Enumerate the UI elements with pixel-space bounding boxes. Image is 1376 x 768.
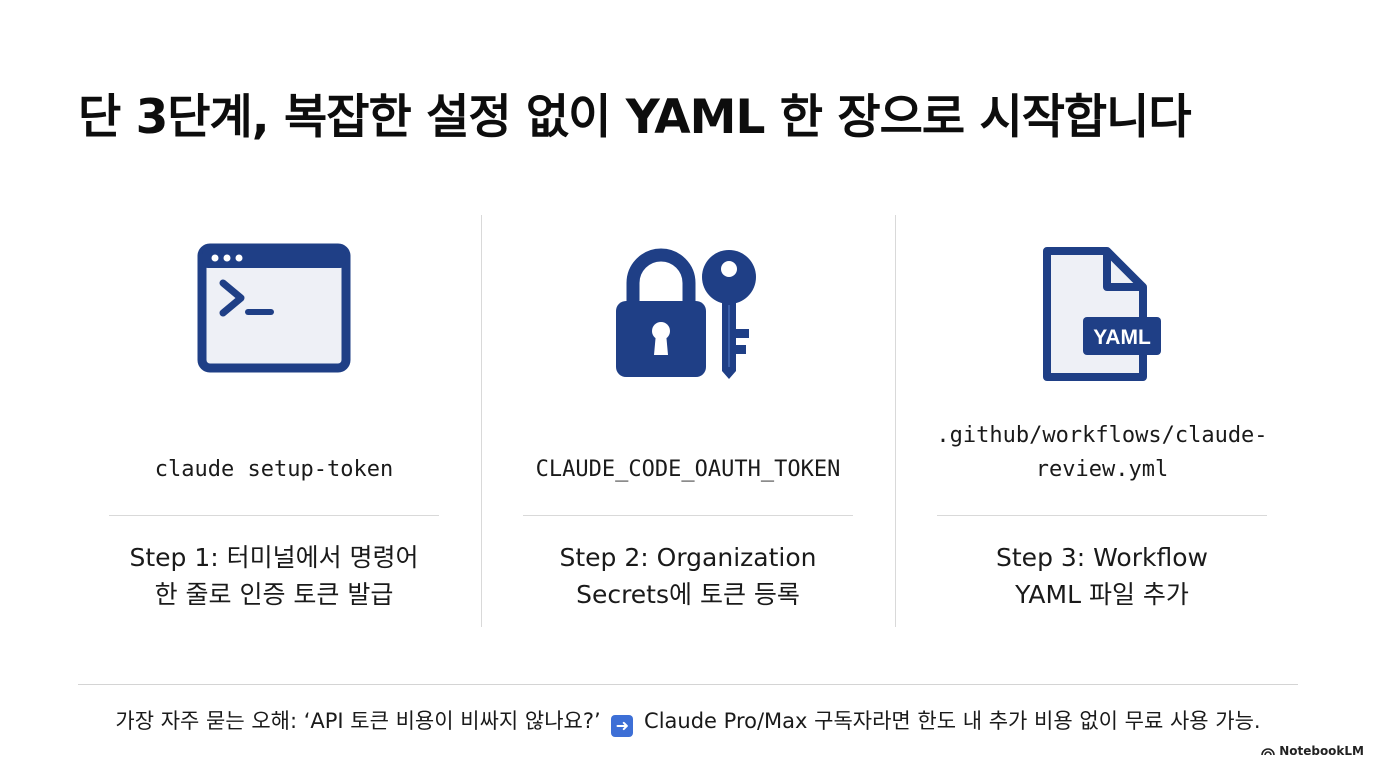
right-arrow-icon: ➜ xyxy=(611,715,634,737)
step-1-command: claude setup-token xyxy=(154,457,394,482)
step-3-card: YAML .github/workflows/claude- review.ym… xyxy=(895,215,1309,627)
column-divider xyxy=(895,215,896,627)
notebooklm-logo-icon xyxy=(1261,748,1275,756)
step-2-secret-name: CLAUDE_CODE_OAUTH_TOKEN xyxy=(535,457,841,482)
brand-watermark: NotebookLM xyxy=(1261,744,1364,758)
step-divider xyxy=(523,515,853,516)
yaml-file-icon: YAML xyxy=(1037,245,1167,389)
step-divider xyxy=(937,515,1267,516)
footer-question: 가장 자주 묻는 오해: ‘API 토큰 비용이 비싸지 않나요?’ xyxy=(115,709,601,733)
step-1-card: claude setup-token Step 1: 터미널에서 명령어 한 줄… xyxy=(67,215,481,627)
lock-and-key-icon xyxy=(611,243,765,387)
step-3-file-path: .github/workflows/claude- review.yml xyxy=(936,423,1268,482)
column-divider xyxy=(481,215,482,627)
page-title: 단 3단계, 복잡한 설정 없이 YAML 한 장으로 시작합니다 xyxy=(78,90,1192,145)
footer-answer: Claude Pro/Max 구독자라면 한도 내 추가 비용 없이 무료 사용… xyxy=(644,709,1261,733)
step-2-card: CLAUDE_CODE_OAUTH_TOKEN Step 2: Organiza… xyxy=(481,215,895,627)
step-3-description: Step 3: Workflow YAML 파일 추가 xyxy=(996,543,1208,609)
footer-divider xyxy=(78,684,1298,685)
footer-note: 가장 자주 묻는 오해: ‘API 토큰 비용이 비싸지 않나요?’ ➜ Cla… xyxy=(78,706,1298,737)
step-2-description: Step 2: Organization Secrets에 토큰 등록 xyxy=(559,543,817,609)
terminal-window-icon xyxy=(197,243,351,377)
yaml-badge-label: YAML xyxy=(1093,326,1151,349)
step-1-description: Step 1: 터미널에서 명령어 한 줄로 인증 토큰 발급 xyxy=(129,543,419,609)
step-divider xyxy=(109,515,439,516)
